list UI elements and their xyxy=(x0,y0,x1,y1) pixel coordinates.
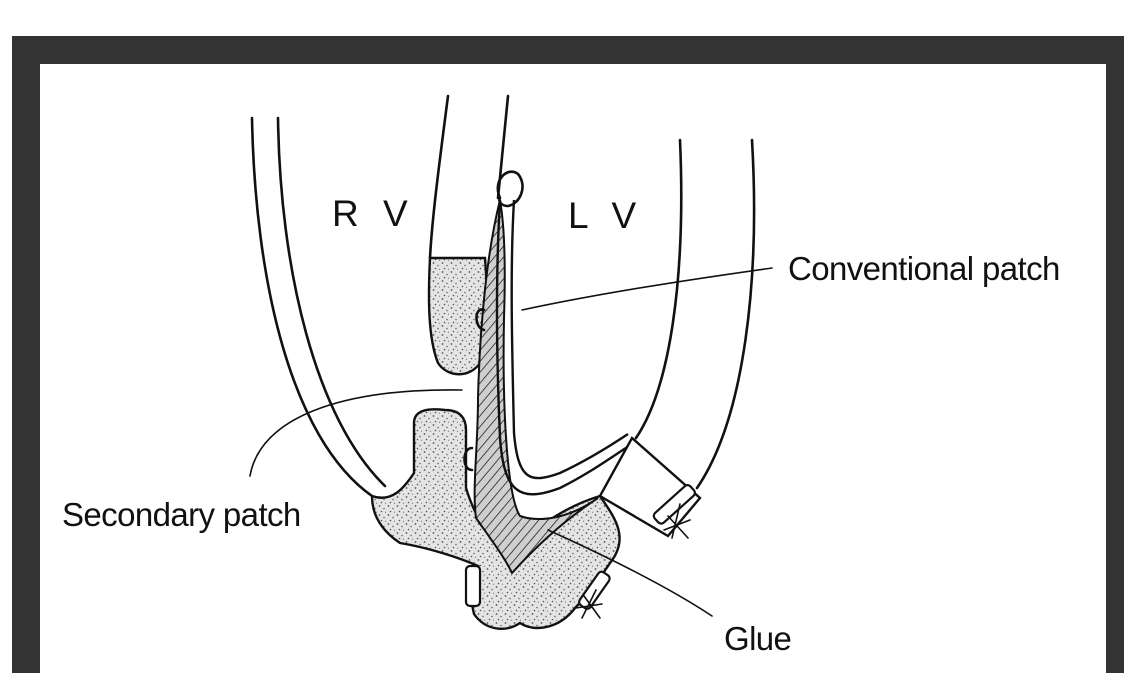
rv-bottom-pledget xyxy=(466,566,480,606)
rv-label: R V xyxy=(332,193,415,234)
septum-left-wall xyxy=(430,96,448,258)
conventional-patch-leader xyxy=(522,268,772,310)
conventional-patch-inner xyxy=(512,200,628,478)
rv-outer-wall xyxy=(252,118,372,496)
secondary-patch-label: Secondary patch xyxy=(62,496,301,533)
suture-loop-low xyxy=(465,448,473,470)
conventional-patch-label: Conventional patch xyxy=(788,250,1060,287)
glue-label: Glue xyxy=(724,620,791,657)
suture-loop-top xyxy=(498,172,523,206)
upper-septal-tissue xyxy=(429,258,487,374)
heart-repair-diagram: R V L V Conventional patch Secondary pat… xyxy=(40,64,1106,673)
figure-frame: R V L V Conventional patch Secondary pat… xyxy=(0,0,1124,655)
lv-label: L V xyxy=(568,195,643,236)
lv-inner-wall xyxy=(636,140,681,438)
lv-outer-wall xyxy=(697,140,754,488)
figure-canvas: R V L V Conventional patch Secondary pat… xyxy=(40,64,1106,673)
rv-inner-wall xyxy=(278,118,385,486)
